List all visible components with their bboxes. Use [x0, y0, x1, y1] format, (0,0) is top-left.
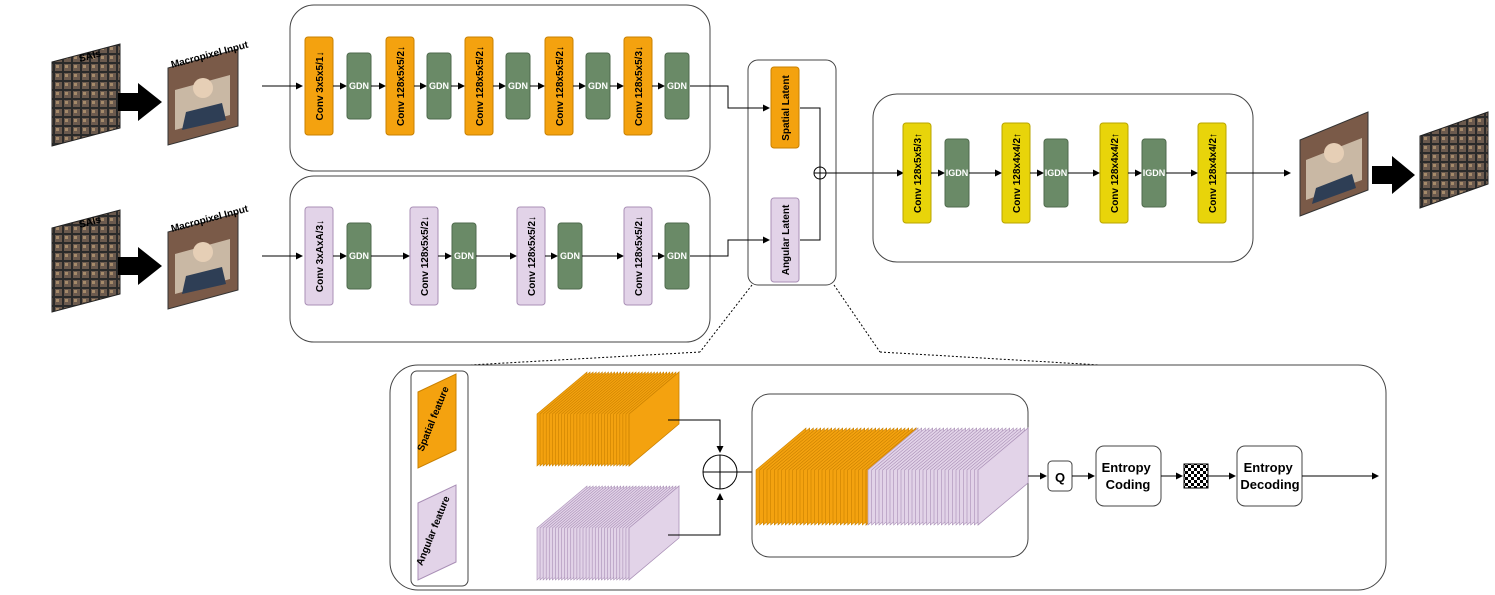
decoder-gdn-2: IGDN: [1043, 138, 1069, 208]
spatial-conv-chain: Conv 3x5x5/1↓ GDN Conv 128x5x5/2↓ GDN Conv 1…: [304, 36, 690, 136]
spatial-gdn-1: GDN: [346, 52, 372, 120]
angular-gdn-1: GDN: [346, 222, 372, 290]
concat-angular-front-face: [977, 427, 1029, 526]
sais-grid-bottom: SAIs: [51, 209, 121, 313]
spatial-feature-stack: [536, 371, 680, 467]
sais-grid-top: SAIs: [51, 43, 121, 147]
angular-conv-2: Conv 128x5x5/2↓: [409, 206, 439, 306]
macropixel-image-top: Macropixel Input: [167, 40, 250, 146]
decoder-conv-label-4: Conv 128x4x4/2↑: [1208, 133, 1219, 213]
spatial-conv-label-4: Conv 128x5x5/2↓: [555, 46, 566, 126]
spatial-gdn-label-3: GDN: [508, 81, 528, 91]
spatial-conv-2: Conv 128x5x5/2↓: [385, 36, 415, 136]
spatial-gdn-4: GDN: [585, 52, 611, 120]
angular-gdn-3: GDN: [557, 222, 583, 290]
macropixel-image-bottom: Macropixel Input: [167, 204, 250, 310]
quantizer-label: Q: [1055, 470, 1065, 485]
thick-arrow-bottom: [118, 247, 162, 285]
decoder-gdn-3: IGDN: [1141, 138, 1167, 208]
spatial-stack-front-face: [628, 371, 680, 467]
sum-node-latent: [813, 166, 827, 180]
entropy-coding-box: Entropy Coding: [1095, 445, 1162, 507]
angular-conv-label-3: Conv 128x5x5/2↓: [527, 216, 538, 296]
spatial-gdn-label-5: GDN: [667, 81, 687, 91]
spatial-conv-3: Conv 128x5x5/2↓: [464, 36, 494, 136]
decoder-conv-3: Conv 128x4x4/2↑: [1099, 122, 1129, 224]
spatial-conv-label-5: Conv 128x5x5/3↓: [634, 46, 645, 126]
angular-gdn-4: GDN: [664, 222, 690, 290]
thick-arrow-top: [118, 83, 162, 121]
entropy-coding-label: Entropy Coding: [1102, 460, 1155, 492]
spatial-gdn-label-2: GDN: [429, 81, 449, 91]
angular-feature-stack: [536, 485, 680, 581]
decoder-gdn-1: IGDN: [944, 138, 970, 208]
angular-gdn-label-4: GDN: [667, 251, 687, 261]
angular-gdn-label-2: GDN: [454, 251, 474, 261]
quantizer-box: Q: [1047, 460, 1073, 492]
decoder-conv-label-1: Conv 128x5x5/3↑: [913, 133, 924, 213]
spatial-latent-box: Spatial Latent: [770, 66, 800, 149]
decoder-conv-chain: Conv 128x5x5/3↑ IGDN Conv 128x4x4/2↑ IGDN Co…: [902, 122, 1227, 224]
spatial-feature-legend: Spatial feature: [416, 373, 457, 469]
decoder-conv-label-2: Conv 128x4x4/2↑: [1012, 133, 1023, 213]
decoder-conv-1: Conv 128x5x5/3↑: [902, 122, 932, 224]
angular-gdn-2: GDN: [451, 222, 477, 290]
angular-feature-legend: Angular feature: [415, 484, 457, 581]
angular-latent-label: Angular Latent: [781, 204, 792, 275]
decoder-gdn-label-1: IGDN: [946, 168, 969, 178]
angular-conv-label-4: Conv 128x5x5/2↓: [634, 216, 645, 296]
angular-gdn-label-1: GDN: [349, 251, 369, 261]
angular-gdn-label-3: GDN: [560, 251, 580, 261]
decoder-gdn-label-2: IGDN: [1045, 168, 1068, 178]
angular-latent-box: Angular Latent: [770, 197, 800, 283]
angular-conv-label-1: Conv 3xAxA/3↓: [315, 220, 326, 292]
bitstream-icon: [1183, 463, 1209, 489]
spatial-conv-5: Conv 128x5x5/3↓: [623, 36, 653, 136]
spatial-conv-4: Conv 128x5x5/2↓: [544, 36, 574, 136]
concatenated-feature-stack: [755, 427, 1029, 526]
spatial-conv-label-3: Conv 128x5x5/2↓: [475, 46, 486, 126]
spatial-gdn-label-4: GDN: [588, 81, 608, 91]
spatial-gdn-3: GDN: [505, 52, 531, 120]
feature-legend-panel: [410, 370, 469, 587]
angular-stack-front-face: [628, 485, 680, 581]
spatial-gdn-2: GDN: [426, 52, 452, 120]
spatial-gdn-label-1: GDN: [349, 81, 369, 91]
angular-conv-4: Conv 128x5x5/2↓: [623, 206, 653, 306]
decoder-conv-4: Conv 128x4x4/2↑: [1197, 122, 1227, 224]
spatial-conv-label-1: Conv 3x5x5/1↓: [315, 52, 326, 121]
decoder-conv-2: Conv 128x4x4/2↑: [1001, 122, 1031, 224]
spatial-conv-label-2: Conv 128x5x5/2↓: [396, 46, 407, 126]
output-sais-grid: [1419, 111, 1489, 209]
output-image: [1299, 111, 1369, 217]
sum-node-detail: [702, 454, 738, 490]
angular-encoder-panel: [289, 175, 711, 343]
spatial-gdn-5: GDN: [664, 52, 690, 120]
angular-conv-label-2: Conv 128x5x5/2↓: [420, 216, 431, 296]
decoder-panel: [872, 93, 1254, 263]
decoder-gdn-label-3: IGDN: [1143, 168, 1166, 178]
entropy-decoding-label: Entropy Decoding: [1240, 460, 1299, 492]
entropy-decoding-box: Entropy Decoding: [1236, 445, 1303, 507]
spatial-latent-label: Spatial Latent: [781, 75, 792, 141]
spatial-encoder-panel: [289, 4, 711, 172]
decoder-conv-label-3: Conv 128x4x4/2↑: [1110, 133, 1121, 213]
angular-conv-chain: Conv 3xAxA/3↓ GDN Conv 128x5x5/2↓ GDN Conv 1…: [304, 206, 690, 306]
thick-arrow-output: [1372, 156, 1415, 194]
spatial-conv-1: Conv 3x5x5/1↓: [304, 36, 334, 136]
angular-conv-3: Conv 128x5x5/2↓: [516, 206, 546, 306]
angular-conv-1: Conv 3xAxA/3↓: [304, 206, 334, 306]
detail-panel: [389, 364, 1387, 591]
